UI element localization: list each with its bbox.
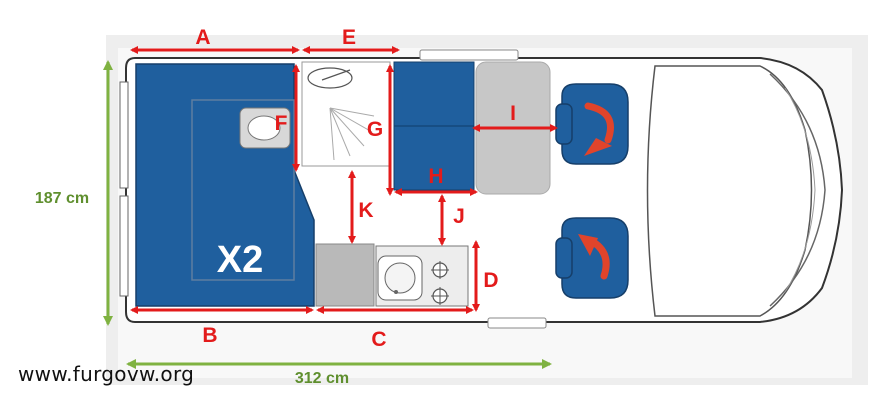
dimension-f-label: F bbox=[275, 112, 288, 135]
sink-icon bbox=[239, 107, 291, 149]
dimension-i-label: I bbox=[510, 102, 516, 125]
dimension-b-label: B bbox=[202, 324, 217, 347]
dimension-k-label: K bbox=[358, 199, 373, 222]
dimension-a-label: A bbox=[195, 26, 210, 49]
dashboard bbox=[646, 65, 813, 317]
dimension-g-label: G bbox=[367, 118, 383, 141]
swivel-seat-icon bbox=[555, 83, 629, 165]
swivel-seat-icon bbox=[555, 217, 629, 299]
dimension-j-label: J bbox=[453, 205, 465, 228]
dimension-e-label: E bbox=[342, 26, 356, 49]
dimension-h-label: H bbox=[428, 165, 443, 188]
shower-icon bbox=[307, 67, 375, 161]
bed-model-label: X2 bbox=[217, 239, 263, 281]
stove-burner-icon bbox=[431, 261, 449, 305]
overall-height-label: 187 cm bbox=[35, 190, 89, 207]
overall-length-label: 312 cm bbox=[295, 370, 349, 387]
dimension-d-label: D bbox=[483, 269, 498, 292]
dimension-c-label: C bbox=[371, 328, 386, 351]
roof-vent bbox=[419, 49, 519, 61]
kitchen-cupboard bbox=[315, 243, 375, 307]
watermark-url: www.furgovw.org bbox=[18, 362, 195, 386]
